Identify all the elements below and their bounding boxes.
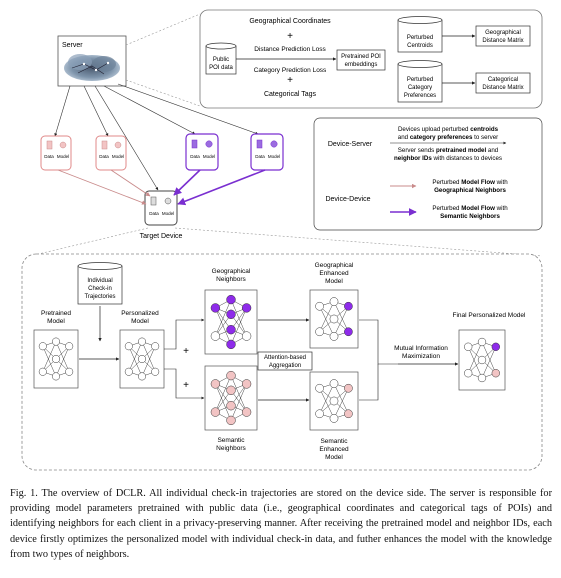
purple-device: Data Model [185, 133, 219, 171]
geo-neighbors-network [210, 294, 252, 350]
mim-label-1: Mutual Information [394, 345, 448, 352]
pretrained-embeddings-box: Pretrained POI embeddings [336, 49, 386, 71]
personalized-network [124, 337, 160, 381]
target-device-label: Target Device [140, 233, 183, 240]
data-label: Data [149, 211, 159, 216]
geo-matrix-label-2: Distance Matrix [482, 38, 523, 44]
legend-upload-line1: Devices upload perturbed centroids [398, 126, 499, 133]
model-label: Model [112, 154, 124, 159]
personalized-model-label-2: Model [131, 318, 149, 325]
geo-enhanced-label-3: Model [325, 278, 343, 285]
server-device-connections [54, 83, 259, 191]
model-label: Model [162, 211, 174, 216]
semantic-enhanced-label-3: Model [325, 454, 343, 461]
legend-sem-flow-line2: Semantic Neighbors [440, 213, 500, 220]
geo-enhanced-network [315, 297, 353, 341]
geo-coords-label: Geographical Coordinates [249, 18, 331, 25]
purple-device: Data Model [250, 133, 284, 171]
plus-sign: + [183, 346, 189, 357]
pretrained-model-label-1: Pretrained [41, 310, 71, 317]
server-pretraining-panel: Geographical Coordinates + + Public POI … [199, 9, 543, 109]
mim-label-2: Maximization [402, 353, 440, 360]
individual-label-2: Check-in [88, 286, 112, 292]
geo-matrix-label-1: Geographical [485, 30, 521, 36]
geo-distance-matrix-box: Geographical Distance Matrix [475, 25, 531, 47]
categorical-tags-label: Categorical Tags [264, 91, 317, 98]
data-label: Data [255, 154, 265, 159]
individual-label-1: Individual [87, 278, 112, 284]
client-devices: Data Model Data Model Data Model Data Mo… [40, 133, 284, 240]
attention-label-1: Attention-based [264, 355, 306, 361]
cat-distance-matrix-box: Categorical Distance Matrix [475, 72, 531, 94]
geo-enhanced-label-1: Geographical [315, 262, 354, 269]
pretrained-model-label-2: Model [47, 318, 65, 325]
plus-sign: + [287, 31, 293, 42]
semantic-neighbors-network [210, 370, 252, 426]
perturbed-preferences-db-icon: Perturbed Category Preferences [397, 60, 443, 103]
server-box: Server [57, 35, 127, 87]
plus-sign: + [287, 75, 293, 86]
geo-enhanced-label-2: Enhanced [319, 270, 349, 277]
individual-label-3: Trajectories [84, 294, 115, 300]
legend-geo-flow-line1: Perturbed Model Flow with [432, 179, 508, 186]
embeddings-label-2: embeddings [345, 62, 378, 68]
personalized-model-label-1: Personalized [121, 310, 159, 317]
prefs-label-3: Preferences [404, 93, 436, 99]
dclr-overview-figure: Server Geographical Coordinates + + Publ… [21, 9, 543, 471]
public-poi-label-2: POI data [209, 65, 233, 71]
prefs-label-2: Category [408, 85, 432, 91]
geo-neighbors-label-1: Geographical [212, 268, 251, 275]
legend-send-line1: Server sends pretrained model and [398, 147, 499, 154]
pretrained-network [38, 337, 74, 381]
data-label: Data [44, 154, 54, 159]
semantic-neighbors-label-2: Neighbors [216, 445, 246, 452]
distance-loss-label: Distance Prediction Loss [254, 46, 326, 53]
model-label: Model [203, 154, 215, 159]
semantic-enhanced-label-2: Enhanced [319, 446, 349, 453]
model-label: Model [57, 154, 69, 159]
legend-sem-flow-line1: Perturbed Model Flow with [432, 205, 508, 212]
device-device-heading: Device-Device [325, 196, 370, 203]
device-device-flows [57, 169, 266, 206]
semantic-enhanced-label-1: Semantic [320, 438, 348, 445]
category-loss-label: Category Prediction Loss [254, 67, 327, 74]
legend-send-line2: neighbor IDs with distances to devices [394, 155, 502, 162]
data-label: Data [99, 154, 109, 159]
legend-upload-line2: and category preferences to server [398, 134, 498, 141]
semantic-neighbors-label-1: Semantic [217, 437, 245, 444]
final-network [464, 337, 500, 383]
public-poi-database-icon: Public POI data [205, 42, 237, 75]
target-device: Data Model [144, 190, 178, 226]
attention-label-2: Aggregation [269, 363, 301, 369]
perturbed-centroids-db-icon: Perturbed Centroids [397, 16, 443, 53]
individual-trajectories-db-icon: Individual Check-in Trajectories [77, 262, 123, 305]
pink-device: Data Model [95, 135, 127, 171]
data-label: Data [190, 154, 200, 159]
cat-matrix-label-2: Distance Matrix [482, 85, 523, 91]
centroids-label-2: Centroids [407, 43, 433, 49]
pink-device: Data Model [40, 135, 72, 171]
plus-sign: + [183, 380, 189, 391]
legend-geo-flow-line2: Geographical Neighbors [434, 187, 506, 194]
final-model-label: Final Personalized Model [453, 312, 527, 319]
embeddings-label-1: Pretrained POI [341, 54, 381, 60]
legend-box: Device-Server Devices upload perturbed c… [313, 117, 543, 231]
cat-matrix-label-1: Categorical [488, 77, 518, 83]
device-server-heading: Device-Server [328, 141, 373, 148]
centroids-label-1: Perturbed [407, 35, 433, 41]
semantic-enhanced-network [315, 379, 353, 423]
neural-network-graphics [38, 294, 500, 426]
model-label: Model [268, 154, 280, 159]
prefs-label-1: Perturbed [407, 77, 433, 83]
figure-caption: Fig. 1. The overview of DCLR. All indivi… [10, 488, 552, 560]
server-cloud-icon [64, 54, 120, 81]
public-poi-label-1: Public [213, 57, 229, 63]
geo-neighbors-label-2: Neighbors [216, 276, 246, 283]
server-label: Server [62, 42, 83, 49]
attention-aggregation-box: Attention-based Aggregation [257, 351, 313, 371]
